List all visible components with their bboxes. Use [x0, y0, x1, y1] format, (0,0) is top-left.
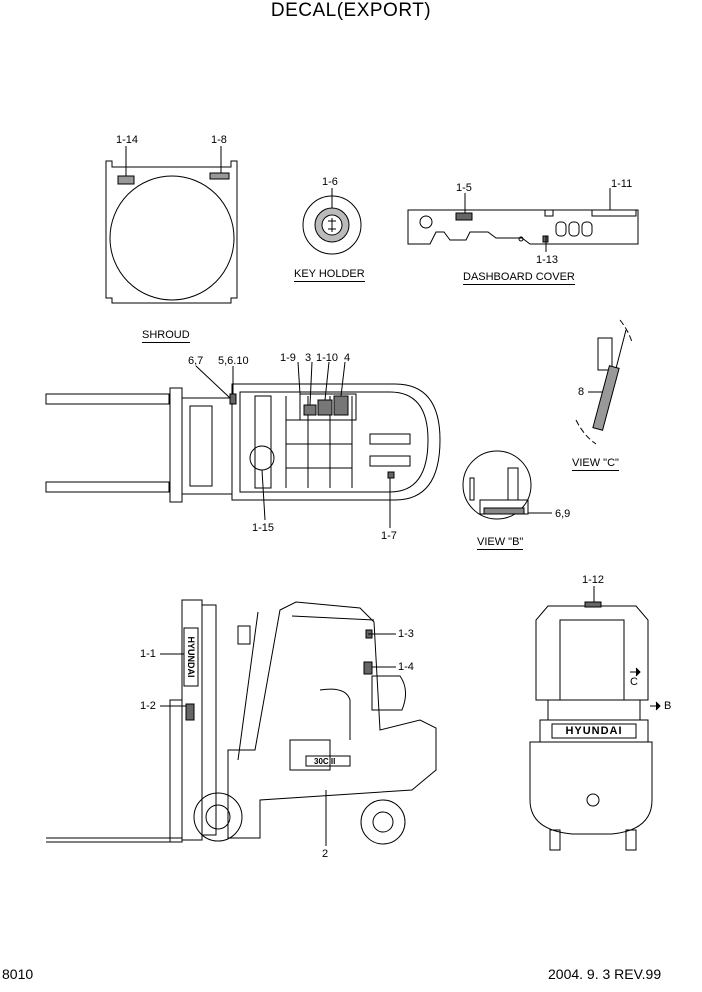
decal-1-5 — [455, 212, 473, 221]
key-holder-drawing — [302, 188, 362, 255]
callout-c: C — [630, 676, 638, 688]
rear-logo: HYUNDAI — [565, 725, 623, 737]
mast-logo: HYUNDAI — [186, 636, 196, 678]
decal-3 — [303, 404, 317, 416]
callout-1-9: 1-9 — [280, 352, 296, 364]
callout-1-4: 1-4 — [398, 661, 414, 673]
decal-4 — [333, 395, 349, 416]
decal-1-11 — [591, 209, 637, 217]
label-key-holder: KEY HOLDER — [294, 268, 365, 282]
callout-1-8: 1-8 — [211, 134, 227, 146]
label-view-b: VIEW "B" — [477, 536, 524, 550]
decal-1-2 — [185, 703, 195, 721]
callout-8: 8 — [578, 386, 585, 398]
dashboard-cover-drawing — [407, 188, 639, 252]
model-badge: 30C II — [314, 757, 336, 766]
callout-1-12: 1-12 — [582, 574, 605, 586]
callout-6-9: 6,9 — [555, 508, 571, 520]
side-view-drawing — [46, 599, 437, 846]
page-number: 8010 — [2, 966, 34, 982]
rear-view-drawing — [529, 586, 661, 851]
callout-1-6: 1-6 — [322, 176, 338, 188]
decal-6-9 — [483, 507, 525, 515]
decal-1-8 — [209, 172, 230, 180]
callout-1-3: 1-3 — [398, 628, 414, 640]
shroud-drawing — [105, 146, 238, 304]
label-view-c: VIEW "C" — [572, 457, 619, 471]
mast-decal-1-1 — [183, 627, 199, 687]
page-title: DECAL(EXPORT) — [270, 0, 432, 21]
rear-logo-panel — [551, 723, 637, 739]
decal-1-12 — [584, 601, 602, 608]
decal-1-4 — [363, 661, 373, 675]
callout-1-1: 1-1 — [140, 648, 156, 660]
callout-b: B — [664, 700, 672, 712]
view-b-drawing — [462, 450, 552, 520]
label-shroud: SHROUD — [142, 329, 190, 343]
callout-1-14: 1-14 — [116, 134, 139, 146]
decal-1-10 — [317, 399, 333, 416]
decal-8 — [592, 365, 620, 431]
callout-2: 2 — [322, 848, 329, 860]
label-dashboard-cover: DASHBOARD COVER — [463, 271, 575, 285]
callout-5-6-10: 5,6.10 — [218, 355, 249, 367]
callout-6-7: 6,7 — [188, 355, 204, 367]
callout-1-13: 1-13 — [536, 254, 559, 266]
view-c-drawing — [575, 319, 633, 445]
revision-date: 2004. 9. 3 REV.99 — [548, 966, 662, 982]
decal-1-7 — [387, 471, 395, 479]
callout-4: 4 — [344, 352, 351, 364]
callout-1-2: 1-2 — [140, 700, 156, 712]
decal-1-14 — [117, 175, 135, 185]
callout-1-11: 1-11 — [611, 178, 633, 190]
top-view-drawing — [45, 361, 441, 528]
callout-1-10: 1-10 — [316, 352, 339, 364]
callout-1-15: 1-15 — [252, 522, 275, 534]
callout-3: 3 — [305, 352, 312, 364]
callout-1-7: 1-7 — [381, 530, 397, 542]
callout-1-5: 1-5 — [456, 182, 472, 194]
